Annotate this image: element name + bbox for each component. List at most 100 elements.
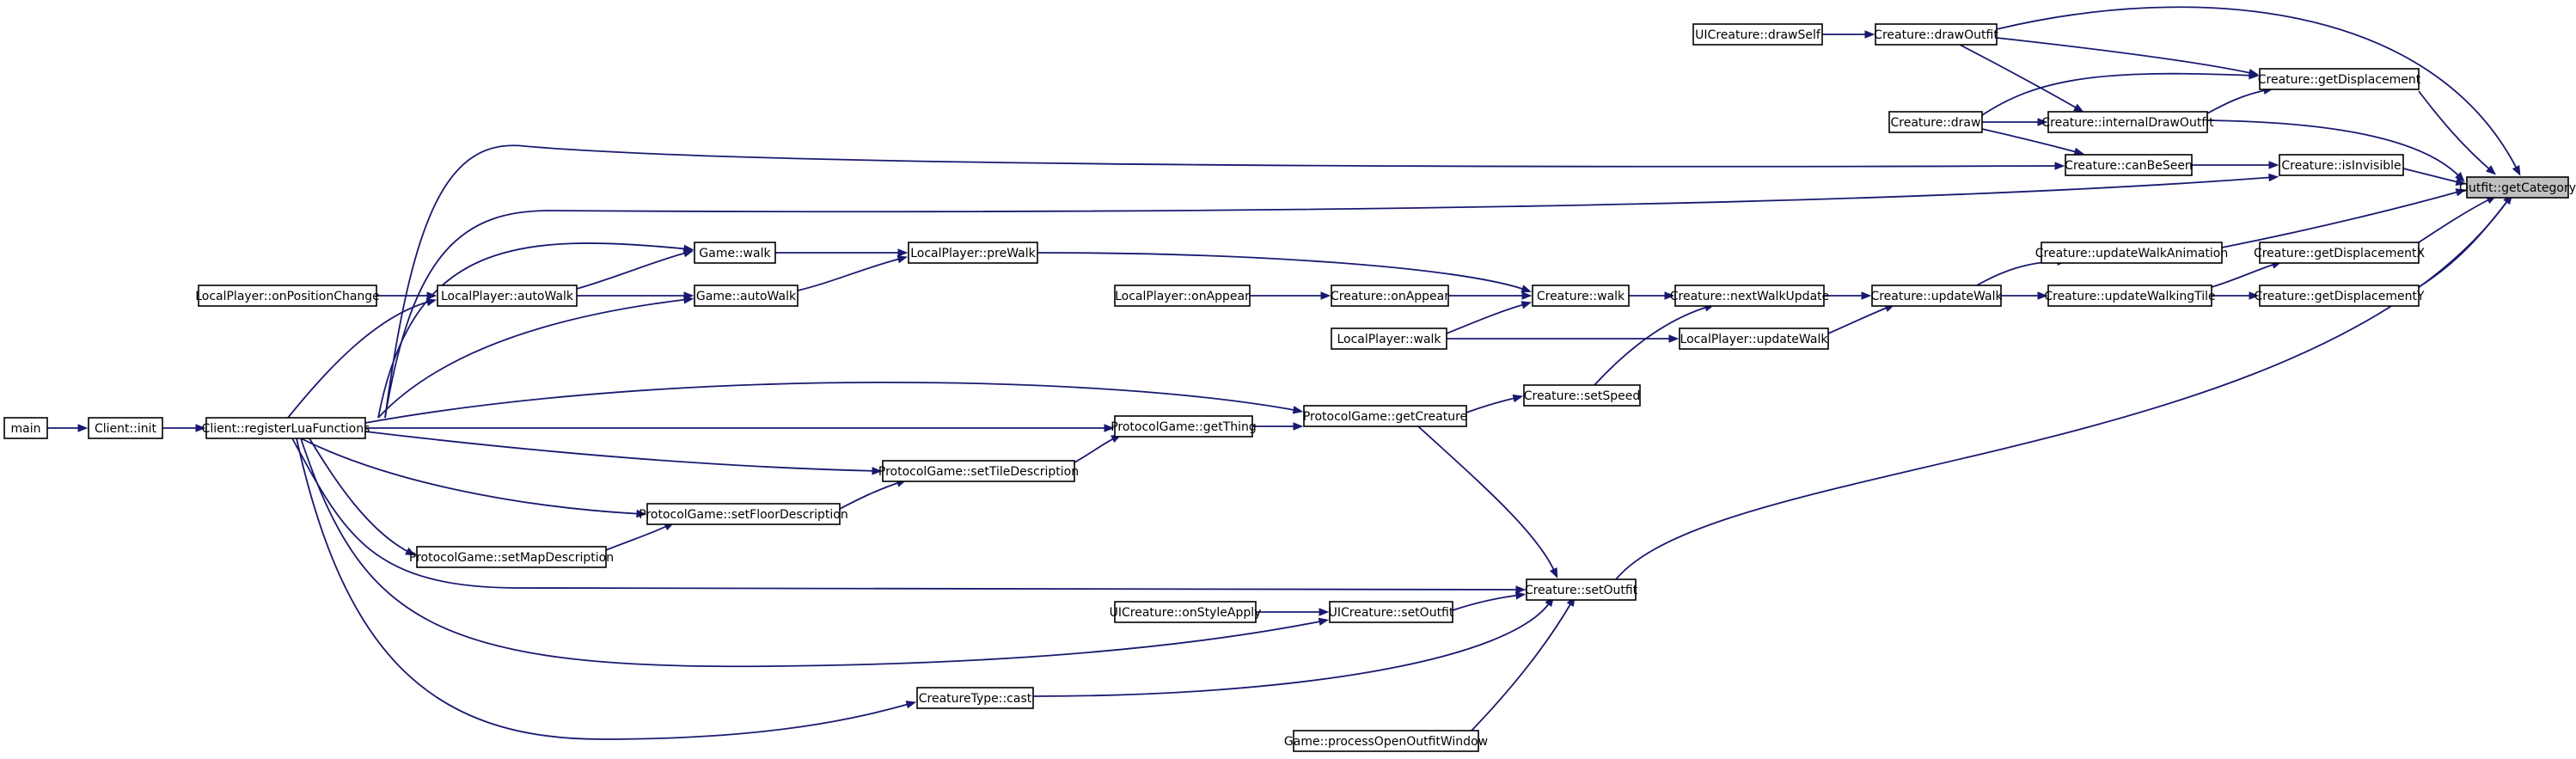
node-box <box>1523 384 1641 407</box>
node-setSpeed[interactable]: Creature::setSpeed <box>1523 384 1641 407</box>
node-label: main <box>11 422 41 436</box>
node-box <box>882 460 1075 482</box>
node-crUpdateWalk[interactable]: Creature::updateWalk <box>1870 285 2003 307</box>
node-setFloorDesc[interactable]: ProtocolGame::setFloorDescription <box>639 503 848 525</box>
edge-arrowhead <box>683 244 694 254</box>
edge-uiSetOutfit-to-setOutfit <box>1452 591 1527 611</box>
edge-line <box>1471 599 1574 731</box>
node-label: Creature::updateWalkingTile <box>2044 290 2215 303</box>
edge-arrowhead <box>905 701 917 709</box>
node-gameAutoWalk[interactable]: Game::autoWalk <box>694 285 798 307</box>
node-updWalkAnim[interactable]: Creature::updateWalkAnimation <box>2035 242 2229 264</box>
edge-getCreature-to-setOutfit <box>1417 425 1558 578</box>
edge-line <box>1032 599 1552 697</box>
node-updWalkTile[interactable]: Creature::updateWalkingTile <box>2044 285 2216 307</box>
edge-getDisp-to-getCategory <box>2418 90 2497 175</box>
node-box <box>2259 285 2420 307</box>
node-onPosChange[interactable]: LocalPlayer::onPositionChange <box>195 285 380 307</box>
node-setTileDesc[interactable]: ProtocolGame::setTileDescription <box>878 460 1079 482</box>
edge-arrowhead <box>1521 285 1533 293</box>
node-uiSetOutfit[interactable]: UICreature::setOutfit <box>1329 601 1454 623</box>
node-label: Game::processOpenOutfitWindow <box>1284 735 1488 749</box>
node-getDisp[interactable]: Creature::getDisplacement <box>2258 68 2421 90</box>
edge-lpWalk-to-lpUpdateWalk <box>1447 334 1680 343</box>
node-lpPreWalk[interactable]: LocalPlayer::preWalk <box>908 242 1038 264</box>
node-clientInit[interactable]: Client::init <box>88 417 163 439</box>
node-label: Outfit::getCategory <box>2459 181 2576 195</box>
edge-line <box>377 298 690 419</box>
node-gameWalk[interactable]: Game::walk <box>694 242 776 264</box>
node-label: LocalPlayer::autoWalk <box>441 290 574 303</box>
node-crOnAppear[interactable]: Creature::onAppear <box>1331 285 1449 307</box>
node-getDispY[interactable]: Creature::getDisplacementY <box>2254 285 2425 307</box>
edge-setTileDesc-to-getThing <box>1074 434 1122 463</box>
edge-line <box>1417 425 1557 575</box>
node-registerLua[interactable]: Client::registerLuaFunctions <box>202 417 370 439</box>
node-label: Creature::updateWalkAnimation <box>2035 247 2229 260</box>
node-setMapDesc[interactable]: ProtocolGame::setMapDescription <box>409 546 614 568</box>
edge-registerLua-to-setFloorDesc <box>300 438 647 518</box>
node-crWalk[interactable]: Creature::walk <box>1532 285 1630 307</box>
edge-arrowhead <box>872 467 883 475</box>
edge-line <box>287 300 433 419</box>
edge-line <box>2206 119 2463 180</box>
node-getDispX[interactable]: Creature::getDisplacementX <box>2254 242 2426 264</box>
edge-arrowhead <box>2268 173 2279 182</box>
node-main[interactable]: main <box>3 417 48 439</box>
edge-registerLua-to-uiSetOutfit <box>300 438 1330 668</box>
edge-arrowhead <box>2485 165 2497 175</box>
node-crDraw[interactable]: Creature::draw <box>1888 111 1983 133</box>
node-box <box>1329 601 1453 623</box>
node-lpOnAppear[interactable]: LocalPlayer::onAppear <box>1114 285 1251 307</box>
edge-arrowhead <box>1512 394 1524 403</box>
node-uiOnStyle[interactable]: UICreature::onStyleApply <box>1110 601 1262 623</box>
node-canBeSeen[interactable]: Creature::canBeSeen <box>2065 154 2193 176</box>
edge-line <box>2418 90 2493 173</box>
node-box <box>2466 176 2569 199</box>
node-label: Creature::draw <box>1891 116 1981 130</box>
node-getThing[interactable]: ProtocolGame::getThing <box>1111 415 1257 438</box>
edge-uiOnStyle-to-uiSetOutfit <box>1256 608 1330 616</box>
node-setOutfit[interactable]: Creature::setOutfit <box>1525 578 1638 601</box>
edge-nextWalkUpdate-to-crUpdateWalk <box>1824 291 1872 300</box>
edge-arrowhead <box>425 298 437 307</box>
node-box <box>2279 154 2404 176</box>
node-box <box>916 687 1034 709</box>
node-lpUpdateWalk[interactable]: LocalPlayer::updateWalk <box>1679 327 1829 350</box>
node-box <box>2065 154 2193 176</box>
node-label: UICreature::setOutfit <box>1329 606 1454 620</box>
node-ctCast[interactable]: CreatureType::cast <box>916 687 1034 709</box>
node-box <box>3 417 48 439</box>
edge-arrowhead <box>682 296 694 304</box>
node-procOutfitWin[interactable]: Game::processOpenOutfitWindow <box>1284 730 1488 752</box>
node-box <box>1875 23 1998 46</box>
node-lpAutoWalk[interactable]: LocalPlayer::autoWalk <box>437 285 578 307</box>
nodes-layer: main Client::init Client::registerLuaFunct… <box>3 23 2576 752</box>
node-getCreature[interactable]: ProtocolGame::getCreature <box>1303 405 1467 427</box>
node-label: Creature::updateWalk <box>1870 290 2003 303</box>
edge-line <box>1037 252 1528 291</box>
node-uiDrawSelf[interactable]: UICreature::drawSelf <box>1692 23 1823 46</box>
node-isInvisible[interactable]: Creature::isInvisible <box>2279 154 2404 176</box>
edge-lpPreWalk-to-crWalk <box>1037 252 1533 293</box>
edge-registerLua-to-lpAutoWalk <box>287 298 437 419</box>
node-label: Creature::canBeSeen <box>2065 159 2193 173</box>
edge-arrowhead <box>2054 162 2065 170</box>
edge-line <box>2211 262 2279 288</box>
edge-arrowhead <box>1668 334 1680 343</box>
edge-registerLua-to-gameAutoWalk <box>377 296 694 419</box>
edge-line <box>1452 594 1522 611</box>
node-drawOutfit[interactable]: Creature::drawOutfit <box>1874 23 1998 46</box>
node-box <box>88 417 163 439</box>
node-internalDraw[interactable]: Creature::internalDrawOutfit <box>2041 111 2214 133</box>
node-getCategory[interactable]: Outfit::getCategory <box>2459 176 2576 199</box>
node-lpWalk[interactable]: LocalPlayer::walk <box>1331 327 1447 350</box>
edge-arrowhead <box>1292 406 1304 414</box>
node-nextWalkUpdate[interactable]: Creature::nextWalkUpdate <box>1670 285 1830 307</box>
edge-registerLua-to-setMapDesc <box>309 438 416 556</box>
node-box <box>1674 285 1825 307</box>
edge-arrowhead <box>2249 291 2260 300</box>
edge-registerLua-to-canBeSeen <box>384 144 2065 419</box>
edge-drawOutfit-to-getCategory <box>1996 6 2521 176</box>
edge-registerLua-to-getThing <box>365 424 1115 432</box>
